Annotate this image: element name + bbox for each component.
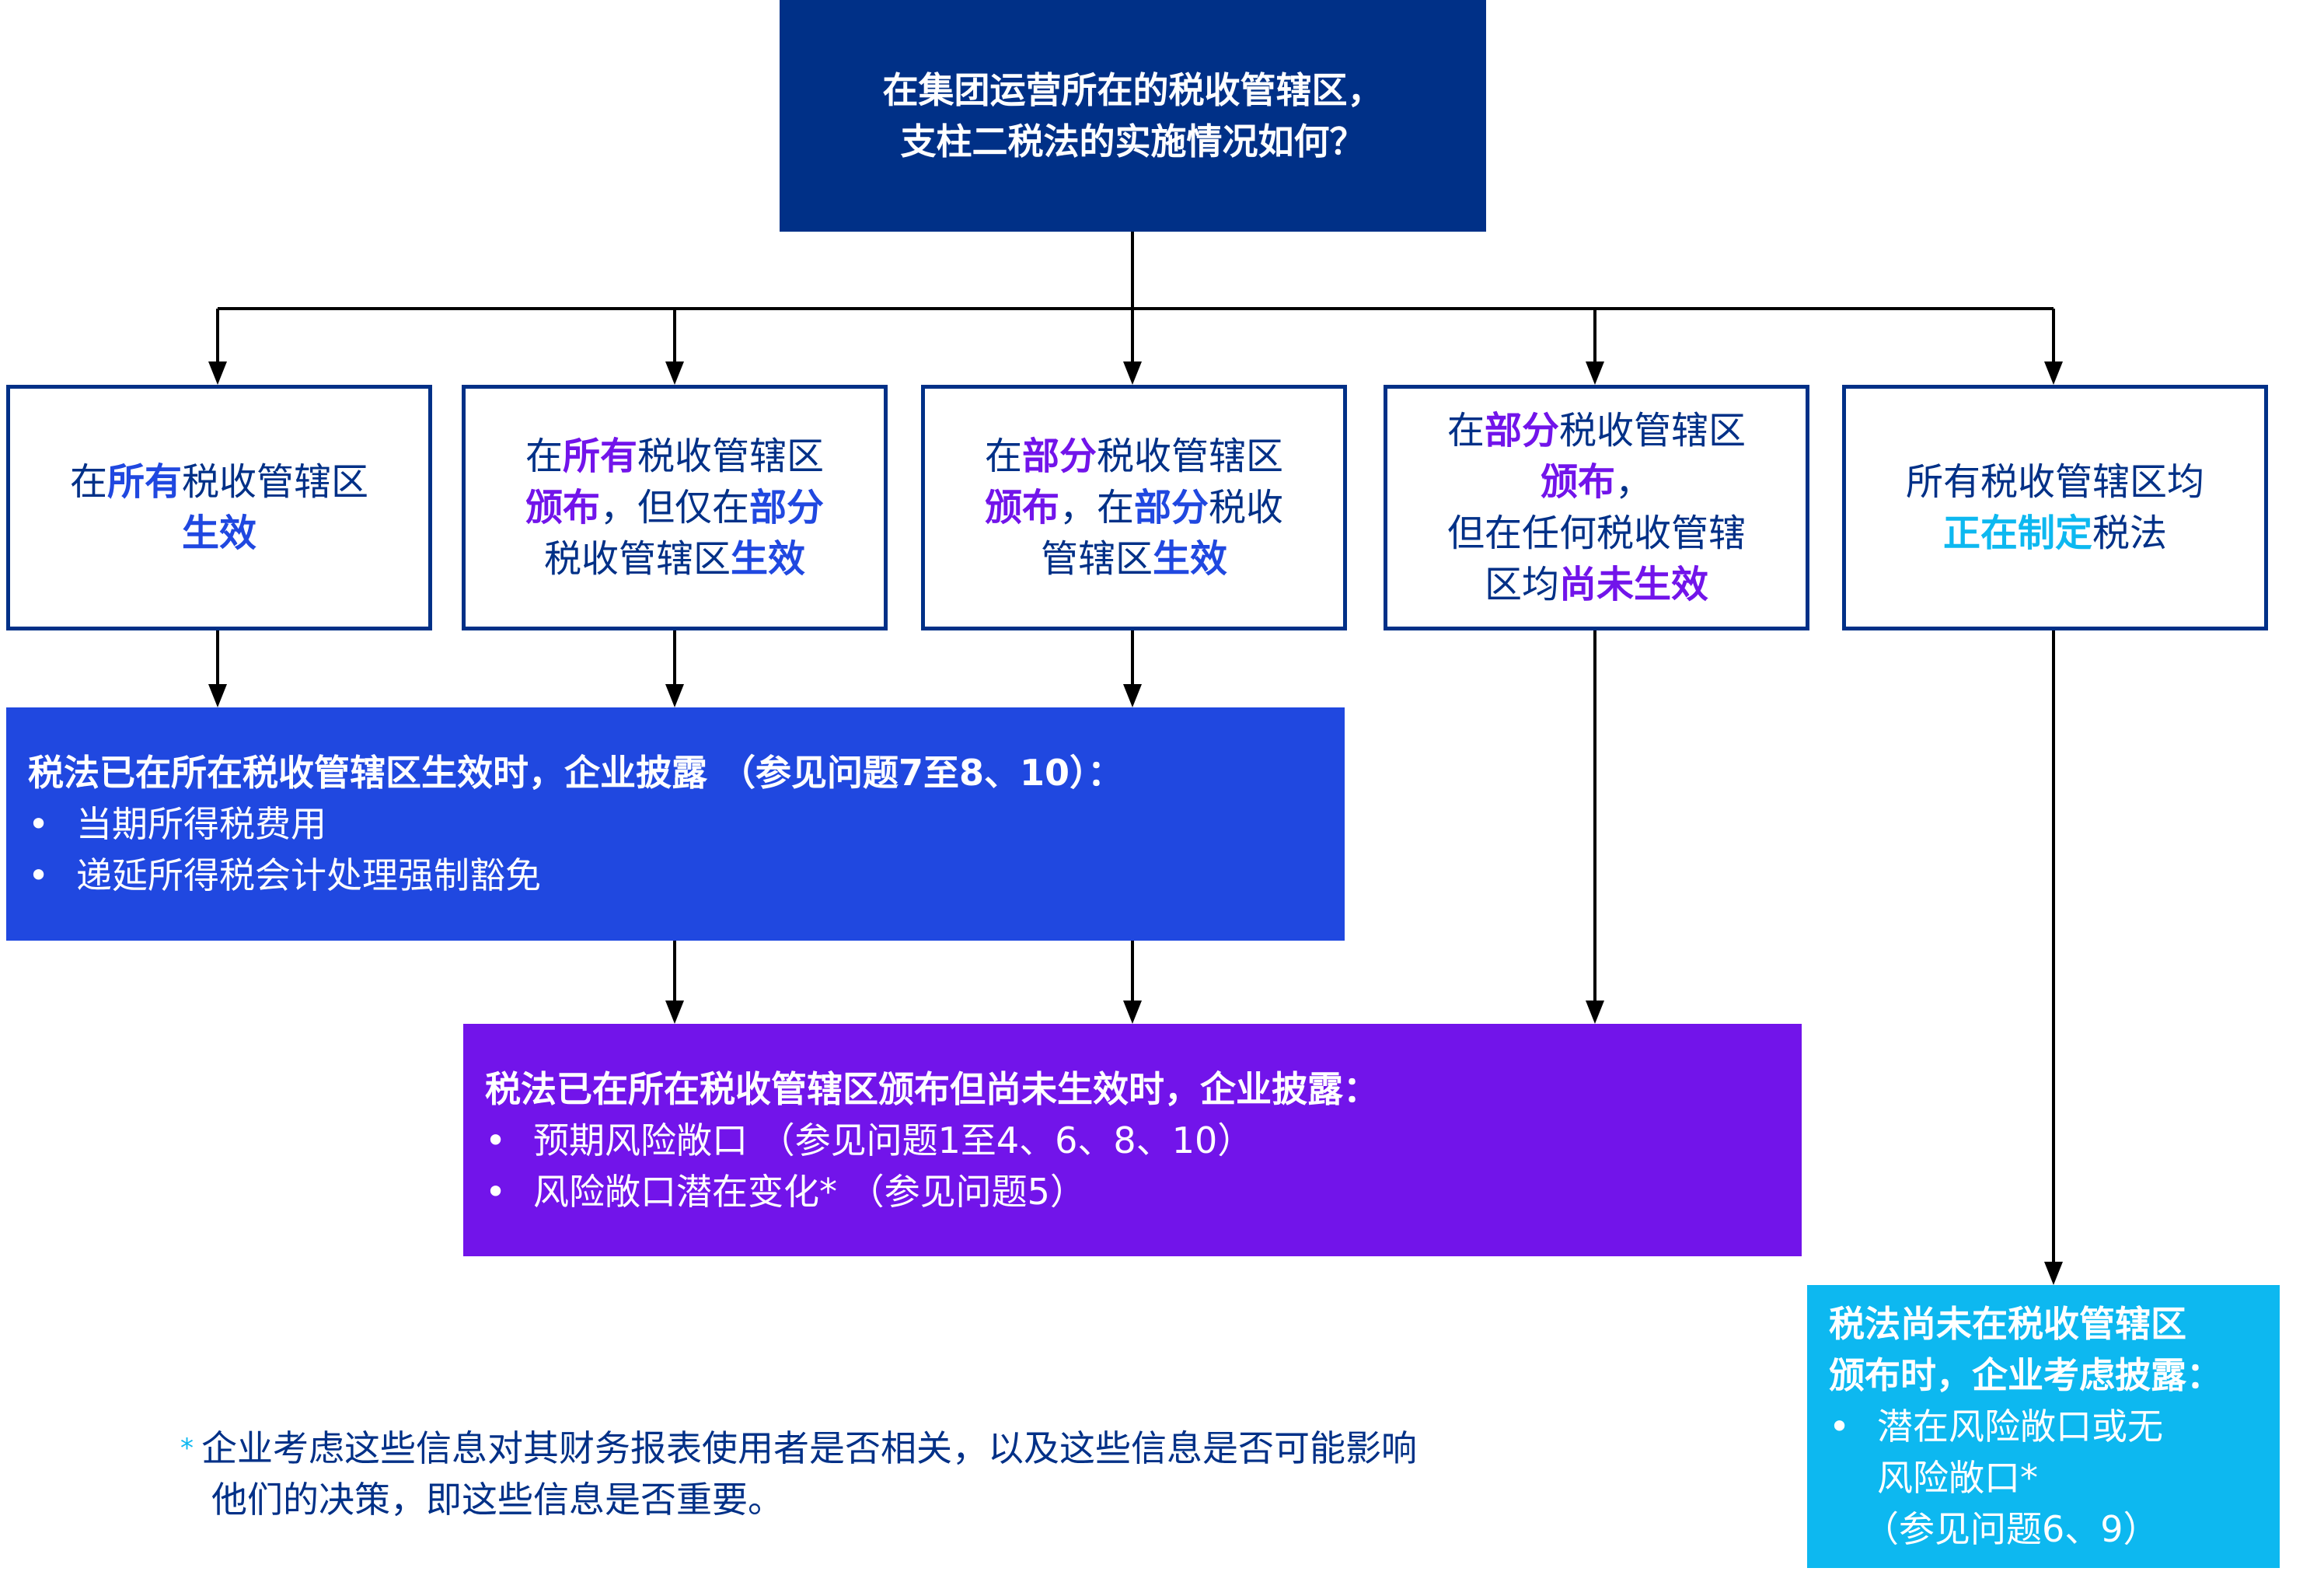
- enacted-disclosure-item-text: 预期风险敞口 （参见问题1至4、6、8、10）: [533, 1119, 1254, 1161]
- bullet-icon: •: [1829, 1406, 1851, 1448]
- enacted-disclosure-item: • 预期风险敞口 （参见问题1至4、6、8、10）: [485, 1115, 1802, 1166]
- arrowhead-icon: [1123, 1001, 1142, 1024]
- condition-line: 颁布，: [1541, 456, 1652, 508]
- bullet-icon: •: [485, 1170, 507, 1213]
- condition-line: 在部分税收管辖区: [1447, 405, 1746, 456]
- condition-box-drafting: 所有税收管辖区均正在制定税法: [1842, 385, 2268, 630]
- condition-line: 在所有税收管辖区: [525, 431, 824, 482]
- not-enacted-item-line-1: 潜在风险敞口或无: [1877, 1406, 2163, 1448]
- bullet-icon: •: [485, 1119, 507, 1161]
- condition-line: 区均尚未生效: [1485, 559, 1708, 610]
- condition-text: 税收管辖区: [1559, 409, 1746, 452]
- effective-disclosure-item-text: 当期所得税费用: [76, 803, 326, 845]
- condition-box-partial-enacted-partial-effective: 在部分税收管辖区颁布，在部分税收管辖区生效: [921, 385, 1347, 630]
- footnote: *企业考虑这些信息对其财务报表使用者是否相关，以及这些信息是否可能影响 他们的决…: [180, 1423, 1417, 1525]
- condition-line: 生效: [182, 508, 256, 559]
- not-enacted-item-line-2: 风险敞口*: [1877, 1457, 2038, 1499]
- footnote-text-2: 他们的决策，即这些信息是否重要。: [211, 1479, 783, 1521]
- question-line-1: 在集团运营所在的税收管辖区，: [882, 69, 1384, 111]
- question-box: 在集团运营所在的税收管辖区， 支柱二税法的实施情况如何？: [780, 0, 1486, 232]
- condition-highlight: 部分: [1134, 486, 1209, 529]
- arrowhead-icon: [1586, 1001, 1604, 1024]
- arrowhead-icon: [665, 684, 684, 707]
- not-enacted-title-line-2: 颁布时，企业考虑披露：: [1829, 1354, 2222, 1396]
- condition-box-all-effective: 在所有税收管辖区生效: [6, 385, 432, 630]
- enacted-disclosure-title: 税法已在所在税收管辖区颁布但尚未生效时，企业披露：: [485, 1067, 1379, 1110]
- footnote-line-1: *企业考虑这些信息对其财务报表使用者是否相关，以及这些信息是否可能影响: [180, 1423, 1417, 1474]
- condition-highlight: 部分: [1484, 409, 1559, 452]
- effective-disclosure-item: • 递延所得税会计处理强制豁免: [28, 850, 1345, 901]
- not-enacted-disclosure-box: 税法尚未在税收管辖区 颁布时，企业考虑披露： • 潜在风险敞口或无 风险敞口* …: [1807, 1285, 2280, 1568]
- condition-text: 区均: [1484, 563, 1559, 606]
- bullet-icon: •: [28, 803, 50, 845]
- condition-highlight: 颁布: [1540, 460, 1615, 504]
- condition-line: 颁布，但仅在部分: [525, 482, 824, 533]
- condition-highlight: 部分: [1021, 435, 1097, 478]
- footnote-marker: *: [180, 1433, 194, 1464]
- enacted-disclosure-item: • 风险敞口潜在变化* （参见问题5）: [485, 1166, 1802, 1217]
- condition-line: 但在任何税收管辖: [1447, 508, 1746, 559]
- effective-disclosure-item: • 当期所得税费用: [28, 798, 1345, 850]
- condition-box-partial-enacted-none-effective: 在部分税收管辖区颁布，但在任何税收管辖区均尚未生效: [1384, 385, 1809, 630]
- arrowhead-icon: [208, 684, 227, 707]
- arrowhead-icon: [1586, 361, 1604, 385]
- arrowhead-icon: [2044, 1262, 2063, 1285]
- condition-highlight: 所有: [106, 460, 182, 504]
- condition-text: 税收管辖区: [182, 460, 369, 504]
- not-enacted-item: • 潜在风险敞口或无: [1829, 1401, 2280, 1452]
- condition-text: 税收管辖区: [637, 435, 825, 478]
- condition-highlight: 部分: [749, 486, 825, 529]
- condition-line: 税收管辖区生效: [544, 533, 805, 585]
- condition-highlight: 生效: [731, 537, 806, 581]
- enacted-disclosure-item-text: 风险敞口潜在变化* （参见问题5）: [533, 1170, 1086, 1213]
- condition-highlight: 生效: [181, 512, 256, 555]
- condition-text: 税收管辖区: [543, 537, 731, 581]
- condition-text: ，: [1615, 460, 1653, 504]
- arrowhead-icon: [2044, 361, 2063, 385]
- condition-line: 在部分税收管辖区: [985, 431, 1283, 482]
- bullet-icon: •: [28, 854, 50, 896]
- condition-text: ，但仅在: [599, 486, 749, 529]
- arrowhead-icon: [665, 1001, 684, 1024]
- arrowhead-icon: [1123, 361, 1142, 385]
- condition-text: 在: [525, 435, 563, 478]
- condition-text: 但在任何税收管辖: [1446, 512, 1746, 555]
- not-enacted-title-line-1: 税法尚未在税收管辖区: [1829, 1303, 2186, 1345]
- arrowhead-icon: [1123, 684, 1142, 707]
- condition-line: 颁布，在部分税收: [985, 482, 1283, 533]
- question-line-2: 支柱二税法的实施情况如何？: [900, 120, 1366, 162]
- footnote-text-1: 企业考虑这些信息对其财务报表使用者是否相关，以及这些信息是否可能影响: [201, 1427, 1417, 1469]
- condition-highlight: 颁布: [984, 486, 1059, 529]
- condition-highlight: 正在制定: [1942, 512, 2092, 555]
- arrowhead-icon: [665, 361, 684, 385]
- condition-text: 所有税收管辖区均: [1905, 460, 2204, 504]
- condition-text: 管辖区: [1040, 537, 1153, 581]
- effective-disclosure-item-text: 递延所得税会计处理强制豁免: [76, 854, 541, 896]
- not-enacted-item-ref: （参见问题6、9）: [1863, 1508, 2159, 1550]
- condition-highlight: 所有: [562, 435, 637, 478]
- effective-disclosure-box: 税法已在所在税收管辖区生效时，企业披露 （参见问题7至8、10）： • 当期所得…: [6, 707, 1345, 941]
- condition-text: ，在: [1059, 486, 1134, 529]
- condition-line: 管辖区生效: [1041, 533, 1227, 585]
- condition-box-all-enacted-partial-effective: 在所有税收管辖区颁布，但仅在部分税收管辖区生效: [462, 385, 888, 630]
- condition-line: 在所有税收管辖区: [70, 456, 368, 508]
- condition-text: 税收管辖区: [1097, 435, 1284, 478]
- condition-highlight: 尚未生效: [1559, 563, 1709, 606]
- condition-text: 在: [69, 460, 107, 504]
- condition-text: 在: [1446, 409, 1485, 452]
- condition-text: 在: [984, 435, 1022, 478]
- condition-line: 所有税收管辖区均: [1906, 456, 2204, 508]
- condition-highlight: 颁布: [525, 486, 600, 529]
- effective-disclosure-title: 税法已在所在税收管辖区生效时，企业披露 （参见问题7至8、10）：: [28, 752, 1124, 794]
- condition-text: 税法: [2092, 512, 2168, 555]
- condition-text: 税收: [1209, 486, 1284, 529]
- enacted-disclosure-box: 税法已在所在税收管辖区颁布但尚未生效时，企业披露： • 预期风险敞口 （参见问题…: [463, 1024, 1802, 1256]
- condition-line: 正在制定税法: [1943, 508, 2167, 559]
- arrowhead-icon: [208, 361, 227, 385]
- condition-highlight: 生效: [1153, 537, 1228, 581]
